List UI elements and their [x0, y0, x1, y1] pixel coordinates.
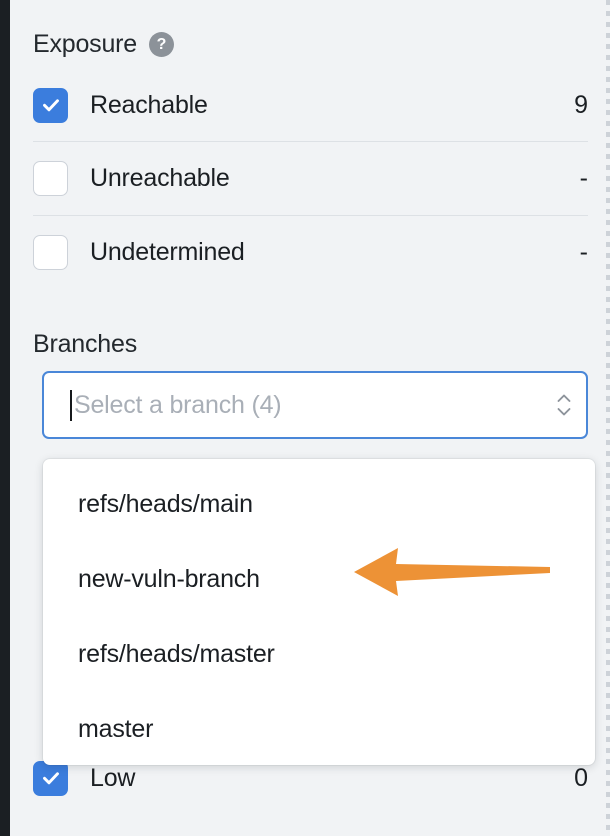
dropdown-option-refs-heads-master[interactable]: refs/heads/master	[78, 640, 275, 668]
branch-select-input[interactable]: Select a branch (4)	[42, 371, 588, 439]
exposure-title: Exposure	[33, 30, 138, 58]
dropdown-option-master[interactable]: master	[78, 715, 154, 743]
app-left-rail	[0, 0, 10, 836]
checkbox-low[interactable]	[33, 760, 68, 796]
dropdown-option-refs-heads-main[interactable]: refs/heads/main	[78, 490, 253, 518]
checkbox-reachable[interactable]	[33, 87, 68, 123]
row-divider	[33, 215, 588, 216]
filters-panel: Exposure ? Reachable 9 Unreachable -	[10, 0, 606, 836]
filter-label-unreachable: Unreachable	[90, 163, 230, 192]
filter-row-undetermined[interactable]: Undetermined -	[33, 224, 588, 280]
text-caret	[70, 389, 72, 421]
filter-label-reachable: Reachable	[90, 90, 208, 119]
filter-row-unreachable[interactable]: Unreachable -	[33, 150, 588, 206]
filter-label-undetermined: Undetermined	[90, 237, 245, 266]
panel-resize-divider[interactable]	[606, 0, 610, 836]
checkbox-undetermined[interactable]	[33, 234, 68, 270]
row-divider	[33, 141, 588, 142]
branches-section-header: Branches	[33, 330, 137, 359]
branch-dropdown-menu[interactable]: refs/heads/main new-vuln-branch refs/hea…	[43, 459, 595, 765]
filter-label-low: Low	[90, 763, 136, 792]
exposure-section-header: Exposure ?	[33, 30, 175, 59]
dropdown-option-new-vuln-branch[interactable]: new-vuln-branch	[78, 565, 260, 593]
filter-row-reachable[interactable]: Reachable 9	[33, 77, 588, 133]
chevron-up-down-icon[interactable]	[556, 393, 572, 417]
filter-value-low: 0	[574, 763, 588, 792]
filter-row-low[interactable]: Low 0	[33, 750, 588, 806]
question-mark-icon[interactable]: ?	[149, 32, 175, 57]
branch-select-placeholder: Select a branch (4)	[74, 390, 282, 419]
filter-value-unreachable: -	[579, 163, 588, 192]
filter-value-reachable: 9	[574, 90, 588, 119]
right-gutter	[610, 0, 616, 836]
branches-title: Branches	[33, 330, 138, 358]
filter-value-undetermined: -	[579, 237, 588, 266]
checkbox-unreachable[interactable]	[33, 160, 68, 196]
